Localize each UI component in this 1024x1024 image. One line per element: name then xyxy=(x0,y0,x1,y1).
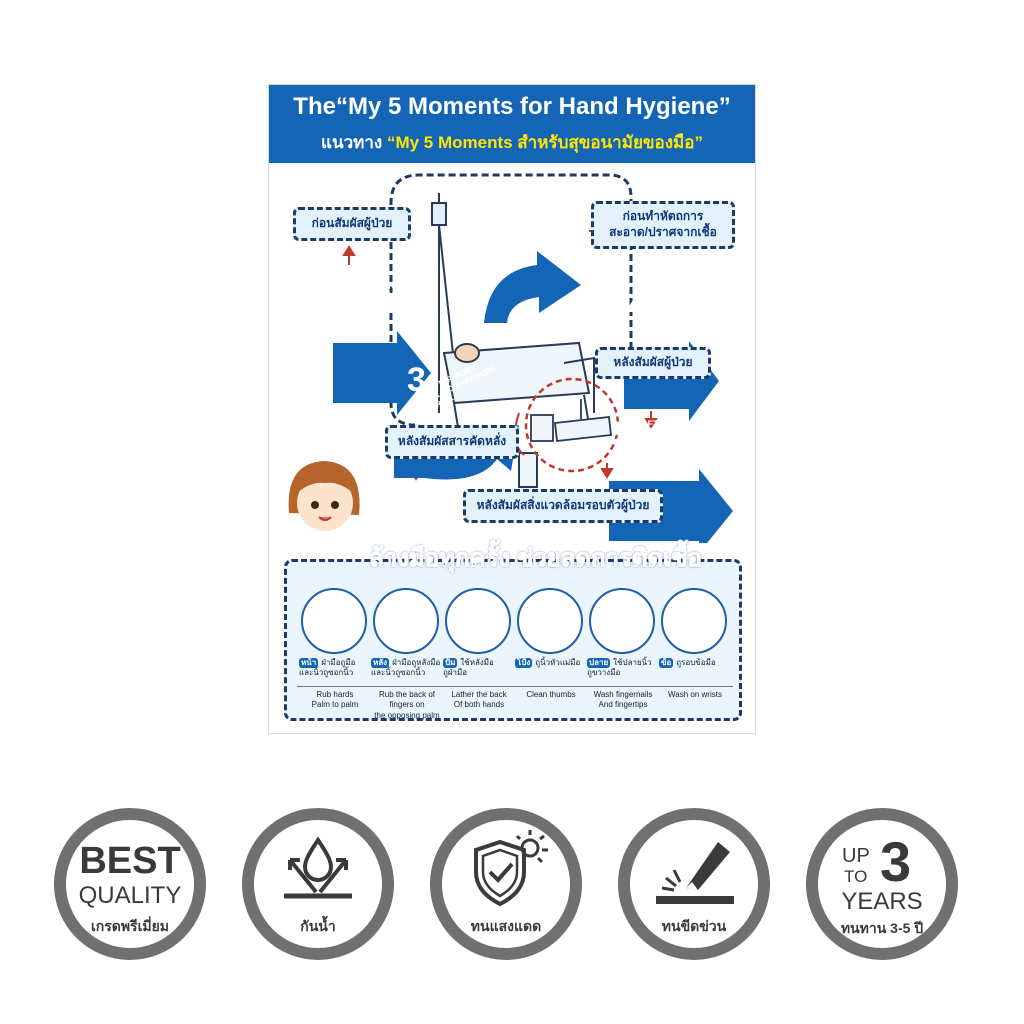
step-en: Rub hards Palm to palm xyxy=(311,690,359,710)
badge-caption: เกรดพรีเมี่ยม xyxy=(90,918,170,934)
moment-1-number: 1 xyxy=(337,279,356,317)
step-divider xyxy=(513,686,589,687)
hand-washing-steps-panel: หน้าฝ่ามือถูมือ และนิ้วถูซอกนิ้ว Rub har… xyxy=(284,559,742,721)
poster-title: The“My 5 Moments for Hand Hygiene” xyxy=(293,93,731,120)
waterproof-icon xyxy=(284,836,352,899)
step-divider xyxy=(585,686,661,687)
box-after-surroundings: หลังสัมผัสสิ่งแวดล้อมรอบตัวผู้ป่วย xyxy=(463,489,663,523)
moment-4-label: AFTER TOUCHING A PATIENT xyxy=(655,283,703,314)
step-th-text: ปั้มใช้หลังมือ ถูฝ่ามือ xyxy=(443,658,523,678)
badge-uv-resistant: ทนแสงแดด xyxy=(430,808,582,960)
step-en: Wash fingernails And fingertips xyxy=(593,690,653,710)
step-tag: ปั้ม xyxy=(443,658,458,668)
years-text: YEARS xyxy=(841,888,923,915)
step-divider xyxy=(441,686,517,687)
surroundings-circle xyxy=(524,377,620,473)
step-divider xyxy=(369,686,445,687)
poster-banner: The“My 5 Moments for Hand Hygiene” แนวทา… xyxy=(269,85,755,163)
moment-4-number: 4 xyxy=(627,287,646,325)
box-after-fluid: หลังสัมผัสสารคัดหลั่ง xyxy=(385,425,519,459)
up-text: UP xyxy=(842,845,870,867)
badge-waterproof: กันน้ำ xyxy=(242,808,394,960)
step-th-text: โป้งถูนิ้วหัวแม่มือ xyxy=(515,658,595,668)
best-text: BEST xyxy=(79,840,181,882)
thumb-rub-icon xyxy=(517,588,583,654)
moment-1-arrow xyxy=(333,331,431,415)
step-th-text: ข้อถูรอบข้อมือ xyxy=(659,658,739,668)
years-number: 3 xyxy=(880,830,912,893)
step-tag: ข้อ xyxy=(659,658,674,668)
badge-caption: ทนขีดข่วน xyxy=(661,918,727,934)
step-th: ใช้หลังมือ ถูฝ่ามือ xyxy=(443,658,494,677)
back-rub-icon xyxy=(373,588,439,654)
subtitle-prefix: แนวทาง xyxy=(321,133,387,152)
step-divider xyxy=(297,686,373,687)
sun-shield-icon xyxy=(474,830,548,907)
moment-3-number: 3 xyxy=(407,361,426,399)
hand-wash-slogan: ล้างมือทุกครั้ง ช่วยลดการติดเชื้อ xyxy=(369,545,703,573)
step-th: ฝ่ามือถูมือ และนิ้วถูซอกนิ้ว xyxy=(299,658,356,677)
scratch-resistant-icon xyxy=(656,842,734,904)
dashed-loop-left xyxy=(389,313,416,427)
box-before-patient: ก่อนสัมผัสผู้ป่วย xyxy=(293,207,411,241)
moment-5-arrow xyxy=(609,469,733,543)
step-tag: โป้ง xyxy=(515,658,533,668)
badge-durability: UP TO 3 YEARS ทนทาน 3-5 ปี xyxy=(806,808,958,960)
wrist-rub-icon xyxy=(661,588,727,654)
poster-subtitle: แนวทาง “My 5 Moments สำหรับสุขอนามัยของม… xyxy=(269,129,755,156)
hand-hygiene-poster: The“My 5 Moments for Hand Hygiene” แนวทา… xyxy=(268,84,756,734)
badge-caption: กันน้ำ xyxy=(300,918,336,934)
quality-text: QUALITY xyxy=(78,882,182,909)
step-en: Lather the back Of both hands xyxy=(451,690,507,710)
badge-caption: ทนแสงแดด xyxy=(470,918,542,934)
step-th: ฝ่ามือถูหลังมือ และนิ้วถูซอกนิ้ว xyxy=(371,658,441,677)
surroundings-bed-illustration xyxy=(530,399,612,442)
step-th-text: หลังฝ่ามือถูหลังมือ และนิ้วถูซอกนิ้ว xyxy=(371,658,451,678)
hospital-bed-illustration xyxy=(431,193,595,488)
step-en: Rub the back of fingers on the opposing … xyxy=(374,690,440,720)
fingertip-rub-icon xyxy=(589,588,655,654)
step-th: ถูรอบข้อมือ xyxy=(676,658,716,667)
box-after-patient: หลังสัมผัสผู้ป่วย xyxy=(595,347,711,379)
step-tag: หน้า xyxy=(299,658,319,668)
badge-scratch-resistant: ทนขีดข่วน xyxy=(618,808,770,960)
box-before-clean: ก่อนทำหัตถการ สะอาด/ปราศจากเชื้อ xyxy=(591,201,735,249)
step-tag: ปลาย xyxy=(587,658,611,668)
step-en: Wash on wrists xyxy=(668,690,722,699)
step-en: Clean thumbs xyxy=(526,690,576,699)
moment-5-number: 5 xyxy=(613,415,632,453)
to-text: TO xyxy=(844,867,868,886)
step-th: ใช้ปลายนิ้ว ถูขวางมือ xyxy=(587,658,652,677)
badge-best-quality: BEST QUALITY เกรดพรีเมี่ยม xyxy=(54,808,206,960)
moment-5-label: AFTER TOUCHING PATIENT SURROUNDINGS xyxy=(641,419,729,450)
step-tag: หลัง xyxy=(371,658,390,668)
step-divider xyxy=(657,686,733,687)
step-th-text: ปลายใช้ปลายนิ้ว ถูขวางมือ xyxy=(587,658,667,678)
dashed-loop-top xyxy=(389,173,633,363)
badge-caption: ทนทาน 3-5 ปี xyxy=(840,920,924,936)
step-th: ถูนิ้วหัวแม่มือ xyxy=(535,658,581,667)
doctor-character-illustration xyxy=(288,461,360,531)
moment-1-label: BEFORE TOUCHING A PATIENT xyxy=(363,281,411,312)
lather-icon xyxy=(445,588,511,654)
moment-2-arrow xyxy=(484,251,581,323)
subtitle-highlight: “My 5 Moments สำหรับสุขอนามัยของมือ” xyxy=(386,133,703,152)
step-th-text: หน้าฝ่ามือถูมือ และนิ้วถูซอกนิ้ว xyxy=(299,658,379,678)
palm-rub-icon xyxy=(301,588,367,654)
